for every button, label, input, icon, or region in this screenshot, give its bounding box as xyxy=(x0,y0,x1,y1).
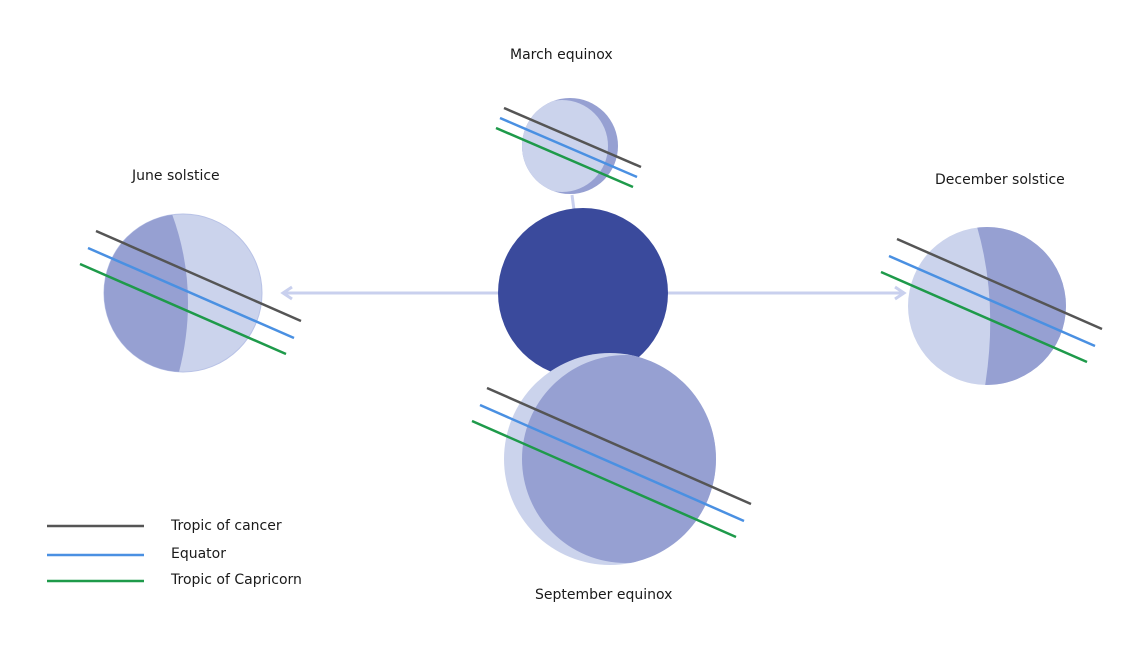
arrowhead-june xyxy=(280,285,293,301)
earth-june xyxy=(103,213,263,373)
tropic-of-cancer-line xyxy=(896,237,1103,331)
lines-december xyxy=(880,237,1103,364)
tropic-of-capricorn-line xyxy=(495,126,634,189)
legend-label-equator: Equator xyxy=(171,546,226,562)
earth-september xyxy=(504,353,716,565)
legend-swatches xyxy=(47,524,144,583)
equator-line xyxy=(499,116,638,179)
label-december-solstice: December solstice xyxy=(935,172,1065,188)
tropic-of-cancer-line xyxy=(486,386,752,506)
equator-line xyxy=(888,254,1096,348)
orbit-arrows xyxy=(280,194,907,301)
tropic-of-capricorn-line xyxy=(79,262,287,356)
connector-march xyxy=(570,194,576,211)
earth-december xyxy=(908,227,1066,385)
tropic-of-cancer-line xyxy=(503,106,642,169)
tropic-of-cancer-line xyxy=(95,229,302,323)
label-june-solstice: June solstice xyxy=(132,168,220,184)
lines-june xyxy=(79,229,302,356)
legend-label-tropic-of-cancer: Tropic of cancer xyxy=(171,518,282,534)
lines-march xyxy=(495,106,642,189)
tropic-of-capricorn-line xyxy=(880,270,1088,364)
equator-line xyxy=(87,246,295,340)
label-march-equinox: March equinox xyxy=(510,47,613,63)
equator-line xyxy=(479,403,745,523)
legend-label-tropic-of-capricorn: Tropic of Capricorn xyxy=(171,572,302,588)
label-september-equinox: September equinox xyxy=(535,587,673,603)
earth-december-night xyxy=(975,227,1066,385)
lines-september xyxy=(471,386,752,539)
sun xyxy=(498,208,668,378)
tropic-of-capricorn-line xyxy=(471,419,737,539)
arrowhead-december xyxy=(894,285,907,301)
earth-june-night xyxy=(104,214,188,372)
earth-september-night xyxy=(522,355,716,563)
